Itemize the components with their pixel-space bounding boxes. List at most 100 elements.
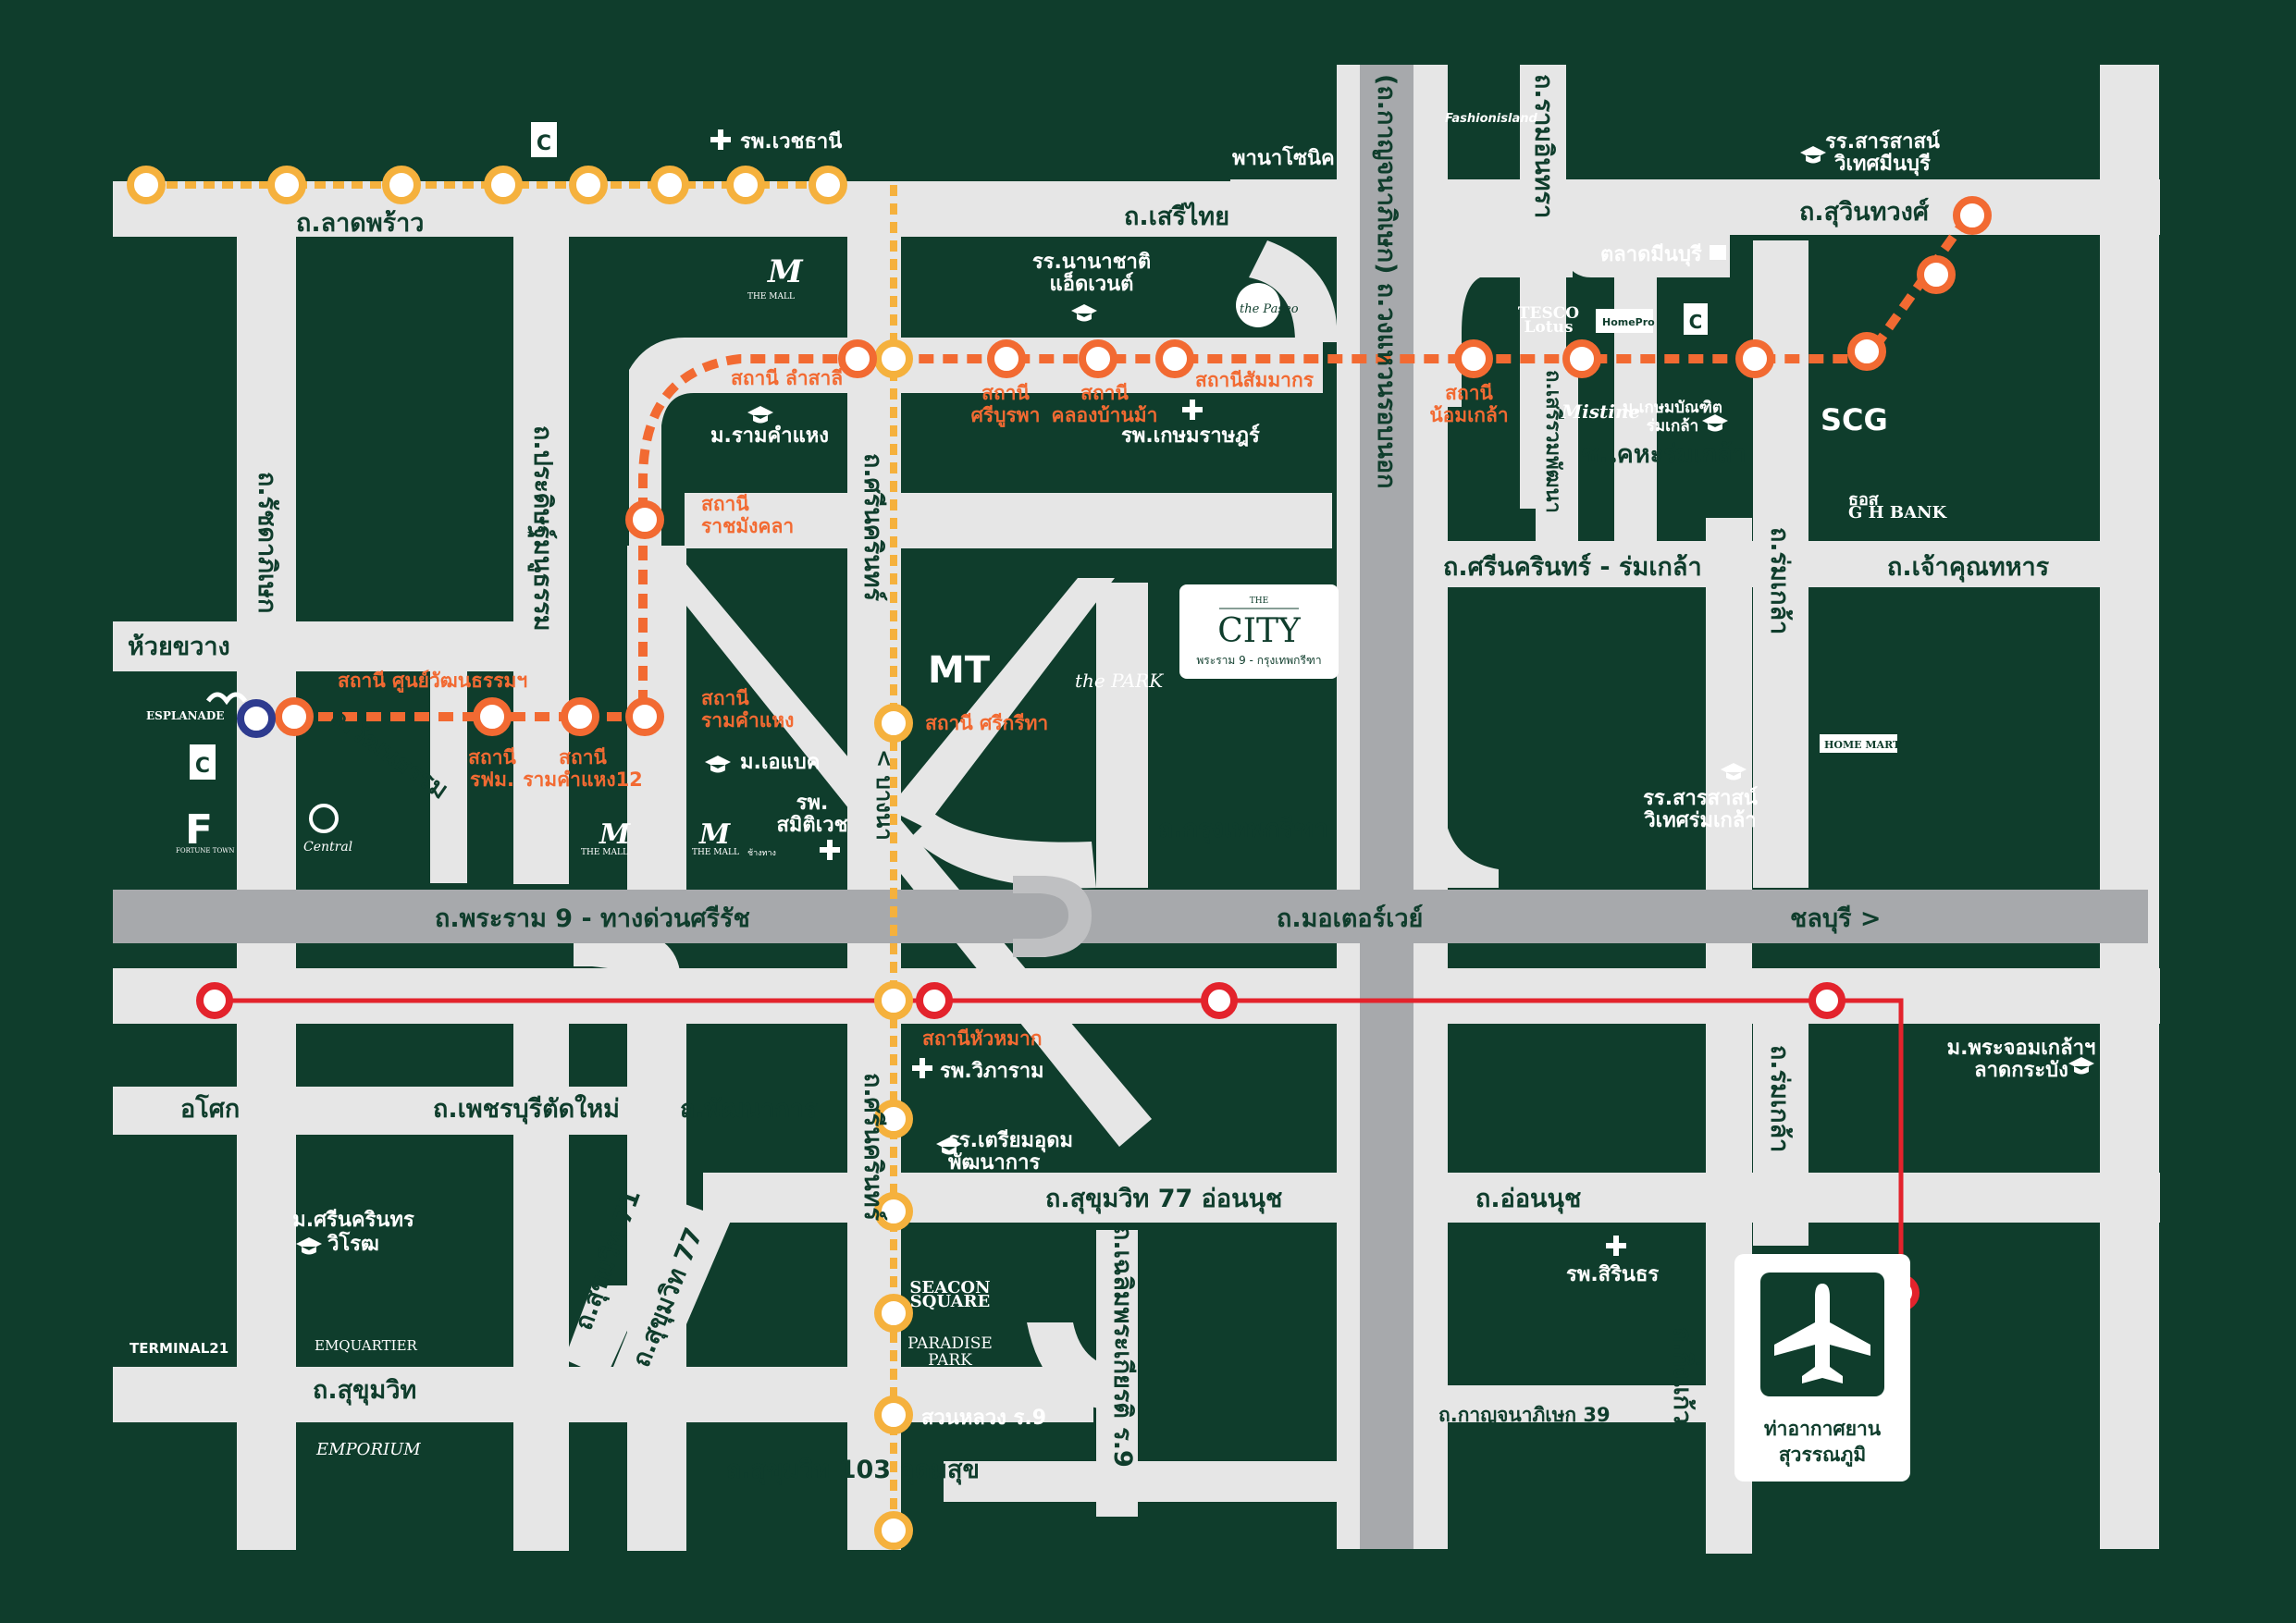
station-orange-sammakon — [1155, 339, 1194, 378]
road-seri-thai-lower — [685, 493, 1332, 548]
label-rama9: ถ.พระราม 9 - ทางด่วนศรีรัช — [435, 904, 750, 933]
road-talat-minburi — [1563, 231, 1730, 277]
road-phetchaburi — [113, 1087, 686, 1135]
station-markers — [127, 166, 1992, 1550]
station-orange-siburapha — [987, 339, 1026, 378]
label-suwinthawong: ถ.สุวินทวงศ์ — [1799, 197, 1930, 227]
hospital-icon — [912, 1058, 932, 1078]
label-srinagarindra-south: ถ.ศรีนครินทร์ — [858, 1073, 888, 1222]
station-yellow-5 — [569, 166, 608, 204]
label-krungthep-kreetha: ถ.กรุงเทพกรีฑา — [1158, 815, 1328, 844]
label-phetchaburi: ถ.เพชรบุรีตัดใหม่ — [433, 1094, 620, 1125]
svg-text:C: C — [195, 755, 210, 778]
label-ratchadaphisek: ถ.รัชดาภิเษก — [253, 472, 281, 613]
label-khlong-ban-ma: สถานีคลองบ้านม้า — [1052, 382, 1158, 426]
station-orange-noppakao — [1454, 339, 1493, 378]
station-yellow-10 — [874, 1100, 913, 1138]
label-srinagarindra-romklao: ถ.ศรีนครินทร์ - ร่มเกล้า — [1443, 552, 1702, 582]
place-labels: รพ.เวชธานี พานาโซนิค รร.นานาชาติแอ็ดเวนต… — [292, 129, 2095, 1286]
station-blue-cultural — [237, 699, 276, 738]
label-rfm: สถานีรฟม. — [468, 746, 516, 791]
station-yellow-srikritha — [874, 704, 913, 743]
hospital-icon — [820, 840, 840, 860]
label-romklao-north: ถ.ร่มเกล้า — [1765, 527, 1794, 634]
red-line — [215, 998, 1904, 1293]
scg-logo: SCG — [1821, 402, 1888, 437]
label-samitivej: รพ.สมิติเวช — [776, 792, 847, 837]
road-park-diagonal-2 — [888, 578, 1115, 828]
label-kanchanaphisek39: ถ.กาญจนาภิเษก 39 — [1438, 1404, 1611, 1427]
label-serithai: ถ.เสรีไทย — [1124, 202, 1229, 231]
changmai-logo: ช้างทาง — [747, 848, 776, 858]
station-orange-8 — [1847, 332, 1886, 371]
school-icon — [747, 406, 773, 424]
label-nanachat: รร.นานาชาติแอ็ดเวนต์ — [1032, 251, 1151, 296]
expressway-rama9 — [113, 890, 2148, 943]
label-chao-khun-thahan: ถ.เจ้าคุณทหาร — [1887, 553, 2050, 583]
road-sukhumvit77-diag — [601, 1202, 731, 1415]
svg-text:FORTUNE TOWN: FORTUNE TOWN — [176, 847, 235, 855]
label-asok: อโศก — [180, 1093, 240, 1124]
label-sammakon: สถานีสัมมากร — [1195, 369, 1315, 391]
label-swu: ม.ศรีนครินทรวิโรฒ — [292, 1209, 414, 1256]
label-noppakao: สถานีน้อมเกล้า — [1429, 382, 1508, 426]
road-chaloem — [1096, 1230, 1138, 1517]
label-talat-minburi: ตลาดมีนบุรี — [1600, 243, 1702, 267]
label-huai-khwang: ห้วยขวาง — [128, 633, 230, 661]
label-ramintra: ถ.รามอินทรา — [1529, 74, 1558, 218]
station-yellow-huamak — [874, 981, 913, 1020]
road-park-diagonal-1 — [638, 546, 1152, 1147]
label-on-nut: ถ.อ่อนนุช — [1475, 1185, 1581, 1214]
svg-text:HomePro: HomePro — [1602, 316, 1655, 328]
mt-logo: MT — [928, 649, 991, 692]
emquartier-logo: EMQUARTIER — [315, 1337, 418, 1354]
label-kasemrad: รพ.เกษมราษฎร์ — [1121, 424, 1260, 448]
label-triam-udom: รร.เตรียมอุดมพัฒนาการ — [948, 1129, 1073, 1174]
label-romklao-south: ถ.ร่มเกล้า — [1765, 1045, 1794, 1152]
station-yellow-7 — [726, 166, 765, 204]
school-icon — [705, 756, 731, 773]
label-sukhumvit103: ถ.สุขุมวิท 103 อุดมสุข — [726, 1456, 980, 1485]
station-orange-khlongbanma — [1079, 339, 1117, 378]
station-yellow-lamsali — [874, 339, 913, 378]
road-kanchanaphisek39 — [1438, 1385, 1739, 1422]
airplane-icon — [1774, 1284, 1870, 1383]
label-bangna: < บางนา — [871, 749, 897, 841]
project-sub: พระราม 9 - กรุงเทพกรีฑา — [1196, 654, 1321, 668]
road-park-vertical — [1096, 583, 1148, 888]
station-yellow-12 — [874, 1294, 913, 1333]
label-sarasas-romklao: รร.สารสาสน์วิเทศร่มเกล้า — [1643, 786, 1758, 832]
the-mall-logo: M — [599, 818, 631, 851]
the-mall-logo: M — [767, 253, 804, 290]
label-kmitl: ม.พระจอมเกล้าฯลาดกระบัง — [1947, 1037, 2096, 1082]
icons — [296, 129, 2094, 1256]
label-si-burapha: สถานีศรีบูรพา — [971, 382, 1041, 428]
label-lam-sali: สถานี ลำสาลี — [731, 367, 843, 389]
school-icon — [1800, 146, 1826, 164]
school-icon — [1702, 414, 1728, 432]
station-yellow-1 — [127, 166, 166, 204]
road-kanchanaphisek-west — [1406, 231, 1480, 888]
svg-text:C: C — [1689, 311, 1703, 333]
paseo-logo — [1236, 283, 1280, 327]
station-yellow-end — [874, 1511, 913, 1550]
the-mall-logo: M — [698, 818, 731, 851]
homemart-logo — [1820, 734, 1897, 753]
school-icon — [2068, 1057, 2094, 1075]
homepro-logo — [1596, 309, 1653, 333]
hospital-icon — [1182, 400, 1203, 420]
emporium-logo: EMPORIUM — [315, 1440, 421, 1459]
bigc-logo — [531, 122, 557, 157]
station-red-1 — [196, 982, 233, 1019]
label-srinagarindra-north: ถ.ศรีนครินทร์ — [858, 453, 888, 602]
label-wikaram: รพ.วิภาราม — [940, 1060, 1044, 1083]
expressway-kanchanaphisek — [1360, 65, 1413, 1549]
school-icon — [936, 1137, 962, 1155]
label-king-kaeo: ถ.กิ่งแก้ว — [1668, 1327, 1701, 1424]
label-phatthanakan: ถ.พัฒนาการ — [680, 1095, 818, 1124]
road-watthanatham — [574, 934, 680, 1064]
station-orange-9 — [1917, 255, 1956, 294]
